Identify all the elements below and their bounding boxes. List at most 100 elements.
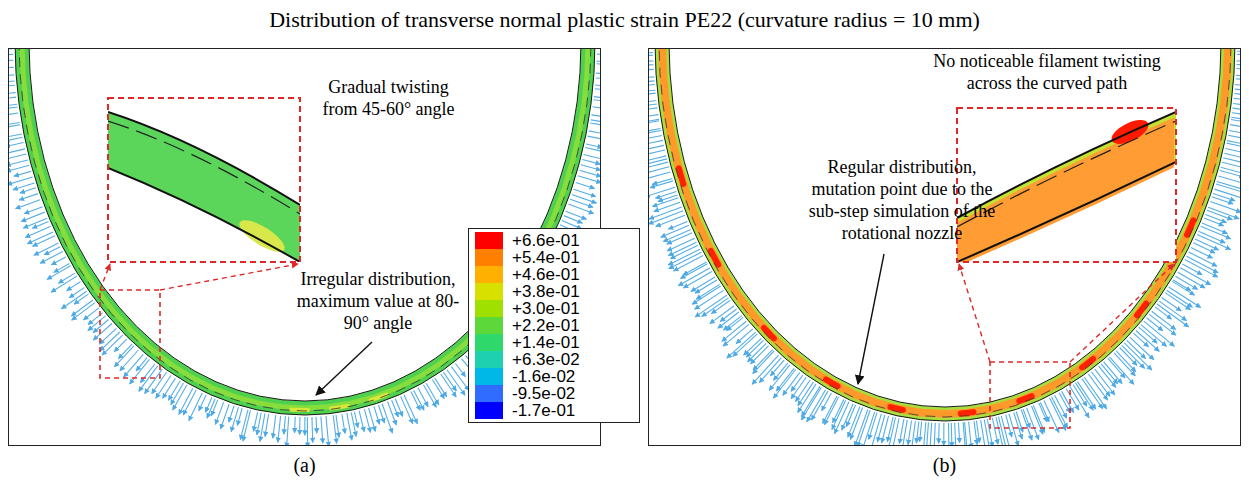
strain-spot bbox=[826, 379, 838, 386]
normal-arrow bbox=[842, 404, 853, 430]
normal-arrow bbox=[1167, 290, 1193, 307]
normal-arrow bbox=[769, 365, 790, 390]
normal-arrow bbox=[1001, 416, 1011, 445]
normal-arrow bbox=[691, 277, 715, 291]
normal-arrow bbox=[71, 300, 93, 316]
normal-arrow bbox=[359, 411, 364, 432]
normal-arrow bbox=[649, 90, 655, 92]
normal-arrow bbox=[1144, 321, 1175, 346]
normal-arrow bbox=[411, 392, 420, 411]
strain-spot bbox=[711, 251, 718, 265]
normal-arrow bbox=[304, 417, 305, 435]
normal-arrow bbox=[1235, 85, 1240, 88]
normal-arrow bbox=[1051, 397, 1067, 428]
normal-arrow bbox=[1147, 318, 1163, 331]
normal-arrow bbox=[1217, 181, 1240, 190]
legend-value: -1.7e-01 bbox=[512, 402, 575, 419]
normal-arrow bbox=[294, 417, 296, 433]
normal-arrow bbox=[54, 264, 70, 273]
normal-arrow bbox=[795, 380, 810, 402]
normal-arrow bbox=[1236, 69, 1240, 71]
legend-row: -9.5e-02 bbox=[475, 385, 639, 402]
normal-arrow bbox=[326, 416, 329, 445]
annotation-text: Gradual twisting from 45-60° angle bbox=[316, 76, 461, 120]
legend-value: +4.6e-01 bbox=[512, 266, 580, 283]
normal-arrow bbox=[1230, 125, 1240, 128]
normal-arrow bbox=[1234, 98, 1240, 101]
normal-arrow bbox=[596, 78, 600, 80]
normal-arrow bbox=[9, 137, 23, 141]
normal-arrow bbox=[1066, 389, 1079, 410]
normal-arrow bbox=[27, 232, 53, 244]
strain-spot bbox=[961, 412, 974, 413]
normal-arrow bbox=[948, 423, 950, 445]
normal-arrow bbox=[654, 202, 680, 211]
figure-title: Distribution of transverse normal plasti… bbox=[0, 7, 1249, 33]
normal-arrow bbox=[1235, 89, 1240, 93]
normal-arrow bbox=[9, 81, 15, 82]
normal-arrow bbox=[211, 400, 217, 416]
normal-arrow bbox=[1095, 369, 1115, 395]
band-edge bbox=[669, 49, 1221, 407]
normal-arrow bbox=[1062, 391, 1074, 412]
normal-arrow bbox=[727, 332, 756, 358]
normal-arrow bbox=[882, 416, 889, 443]
normal-arrow bbox=[1040, 402, 1049, 422]
normal-arrow bbox=[1133, 333, 1148, 347]
normal-arrow bbox=[1172, 281, 1194, 295]
normal-arrow bbox=[899, 419, 904, 443]
normal-arrow bbox=[333, 415, 336, 443]
normal-arrow bbox=[1104, 362, 1122, 384]
normal-arrow bbox=[669, 252, 702, 269]
normal-arrow bbox=[582, 160, 600, 165]
panel-caption: (b) bbox=[649, 454, 1240, 477]
normal-arrow bbox=[658, 195, 678, 202]
normal-arrow bbox=[240, 410, 248, 440]
normal-arrow bbox=[1149, 314, 1176, 335]
normal-arrow bbox=[1205, 214, 1226, 222]
normal-arrow bbox=[1182, 264, 1202, 275]
normal-arrow bbox=[311, 417, 313, 443]
legend-row: +4.6e-01 bbox=[475, 266, 639, 283]
normal-arrow bbox=[753, 351, 774, 374]
normal-arrow bbox=[649, 84, 655, 86]
normal-arrow bbox=[351, 412, 356, 436]
normal-arrow bbox=[44, 247, 60, 255]
normal-arrow bbox=[9, 93, 16, 95]
normal-arrow bbox=[1232, 113, 1240, 117]
normal-arrow bbox=[432, 379, 444, 398]
normal-arrow bbox=[205, 397, 211, 412]
legend-swatch bbox=[475, 232, 503, 249]
zoom-region bbox=[990, 362, 1070, 428]
normal-arrow bbox=[911, 421, 915, 445]
normal-arrow bbox=[1220, 171, 1240, 178]
normal-arrow bbox=[336, 415, 339, 438]
normal-arrow bbox=[981, 420, 986, 445]
normal-arrow bbox=[347, 413, 352, 440]
normal-arrow bbox=[47, 266, 71, 280]
normal-arrow bbox=[958, 423, 959, 443]
legend-row: +1.4e-01 bbox=[475, 334, 639, 351]
normal-arrow bbox=[1214, 189, 1240, 199]
normal-arrow bbox=[33, 236, 55, 247]
strain-spots bbox=[291, 394, 387, 410]
normal-arrow bbox=[823, 396, 837, 424]
figure-panel: (b) bbox=[648, 48, 1241, 446]
normal-arrow bbox=[649, 207, 682, 219]
legend-swatch bbox=[475, 402, 503, 419]
normal-arrow bbox=[99, 328, 116, 344]
annotation-text: Regular distribution, mutation point due… bbox=[798, 156, 1006, 244]
normal-arrow bbox=[374, 406, 380, 424]
normal-arrow bbox=[711, 300, 730, 313]
normal-arrow bbox=[140, 364, 155, 383]
normal-arrow bbox=[237, 408, 242, 425]
normal-arrow bbox=[9, 165, 29, 171]
pointer-arrow bbox=[316, 342, 372, 395]
normal-arrow bbox=[299, 417, 300, 435]
normal-arrow bbox=[649, 140, 663, 146]
strain-spot bbox=[890, 407, 903, 410]
legend-row: -1.6e-02 bbox=[475, 368, 639, 385]
normal-arrow bbox=[1159, 301, 1186, 320]
normal-arrow bbox=[401, 396, 413, 423]
